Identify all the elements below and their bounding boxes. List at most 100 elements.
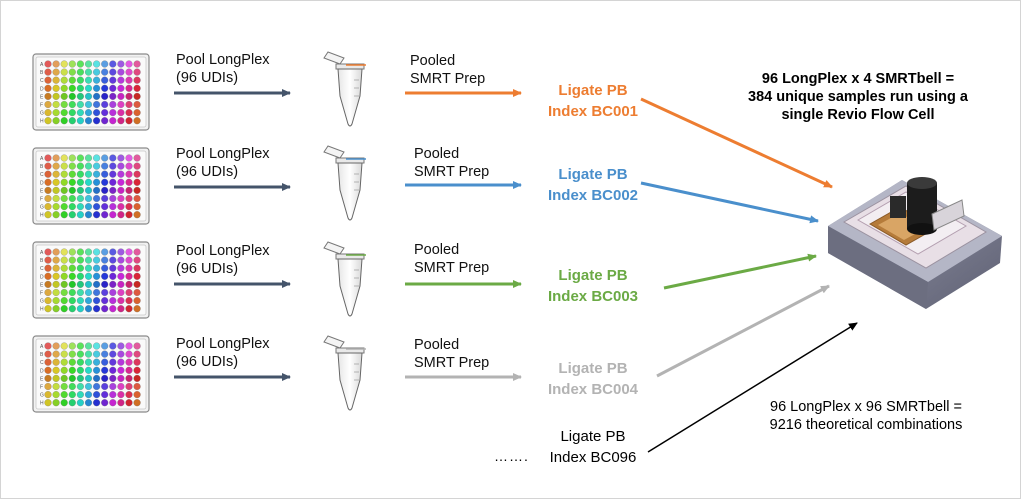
plate-well: [84, 350, 93, 358]
plate-well: [84, 92, 93, 100]
plate-row-letter: H: [40, 307, 44, 313]
plate-well: [60, 399, 68, 407]
plate-well: [68, 170, 76, 178]
plate-well: [101, 280, 109, 288]
plate-well: [84, 211, 93, 219]
prep-label-line2: SMRT Prep: [414, 260, 490, 276]
plate-well: [133, 100, 141, 109]
plate-well: [133, 272, 141, 280]
plate-well: [68, 211, 76, 219]
plate-well: [93, 84, 101, 92]
plate-row-letter: D: [40, 180, 44, 186]
plate-well: [133, 178, 141, 186]
plate-well: [93, 92, 101, 100]
plate-well: [52, 280, 60, 288]
plate-well: [101, 211, 109, 219]
plate-well: [44, 92, 52, 100]
plate-well: [125, 342, 133, 350]
flowcell-arrow-bc004: [656, 284, 830, 378]
plate-well: [101, 68, 109, 76]
plate-well: [68, 154, 76, 162]
plate-well: [68, 297, 76, 305]
plate-well: [76, 280, 84, 288]
plate-well: [109, 84, 117, 92]
plate-row-letter: D: [40, 86, 44, 92]
plate-well: [93, 305, 101, 313]
plate-well: [109, 305, 117, 313]
plate-well: [101, 203, 109, 211]
prep-label-2: Pooled SMRT Prep: [414, 145, 489, 181]
plate-well: [133, 374, 141, 382]
plate-well: [60, 342, 68, 350]
plate-well: [52, 264, 60, 272]
plate-well: [133, 264, 141, 272]
plate-well: [84, 280, 93, 288]
plate-well: [52, 203, 60, 211]
pool-label-line1: Pool LongPlex: [176, 336, 270, 352]
plate-well: [60, 358, 68, 366]
plate-row-letter: C: [40, 172, 44, 178]
plate-well: [101, 186, 109, 194]
plate-well: [133, 68, 141, 76]
theoretical-arrow: [647, 322, 858, 453]
plate-well: [60, 60, 68, 68]
plate-well: [133, 391, 141, 399]
plate-well: [101, 272, 109, 280]
plate-row-letter: H: [40, 401, 44, 407]
plate-well: [101, 170, 109, 178]
revio-flow-cell-image: [828, 177, 1002, 309]
plate-well: [60, 272, 68, 280]
plate-well: [52, 248, 60, 256]
plate-well: [76, 399, 84, 407]
theoretical-line1: 96 LongPlex x 96 SMRTbell =: [770, 399, 962, 415]
plate-well: [93, 68, 101, 76]
plate-well: [60, 109, 68, 117]
plate-well: [76, 60, 84, 68]
plate-well: [52, 374, 60, 382]
plate-well: [44, 162, 52, 170]
plate-well: [125, 391, 133, 399]
prep-label-4: Pooled SMRT Prep: [414, 336, 489, 372]
plate-well: [117, 358, 125, 366]
flowcell-arrow-bc001: [640, 97, 833, 189]
plate-well: [109, 280, 117, 288]
plate-well: [101, 100, 109, 109]
plate-well: [60, 92, 68, 100]
plate-well: [93, 76, 101, 84]
ligate-label-line2: Index BC004: [547, 381, 639, 398]
plate-row-letter: B: [40, 352, 44, 358]
plate-well: [44, 288, 52, 297]
plate-well: [93, 178, 101, 186]
plate-well: [117, 100, 125, 109]
plate-well: [101, 350, 109, 358]
plate-well: [84, 186, 93, 194]
plate-well: [68, 358, 76, 366]
plate-well: [68, 382, 76, 391]
plate-well: [84, 264, 93, 272]
plate-well: [117, 305, 125, 313]
plate-well: [93, 154, 101, 162]
plate-row-letter: E: [40, 282, 44, 288]
plate-well: [125, 288, 133, 297]
plate-well: [117, 178, 125, 186]
plate-well: [76, 84, 84, 92]
plate-well: [44, 399, 52, 407]
plate-well: [93, 399, 101, 407]
plate-well: [133, 76, 141, 84]
plate-well: [109, 154, 117, 162]
plate-well: [84, 100, 93, 109]
plate-well: [133, 92, 141, 100]
plate-well: [60, 154, 68, 162]
plate-well: [44, 60, 52, 68]
plate-well: [76, 203, 84, 211]
plate-well: [117, 68, 125, 76]
plate-well: [60, 366, 68, 374]
plate-well: [125, 305, 133, 313]
plate-well: [68, 399, 76, 407]
plate-well: [52, 358, 60, 366]
plate-well: [84, 366, 93, 374]
plate-well: [125, 194, 133, 203]
plate-well: [125, 211, 133, 219]
plate-well: [76, 194, 84, 203]
